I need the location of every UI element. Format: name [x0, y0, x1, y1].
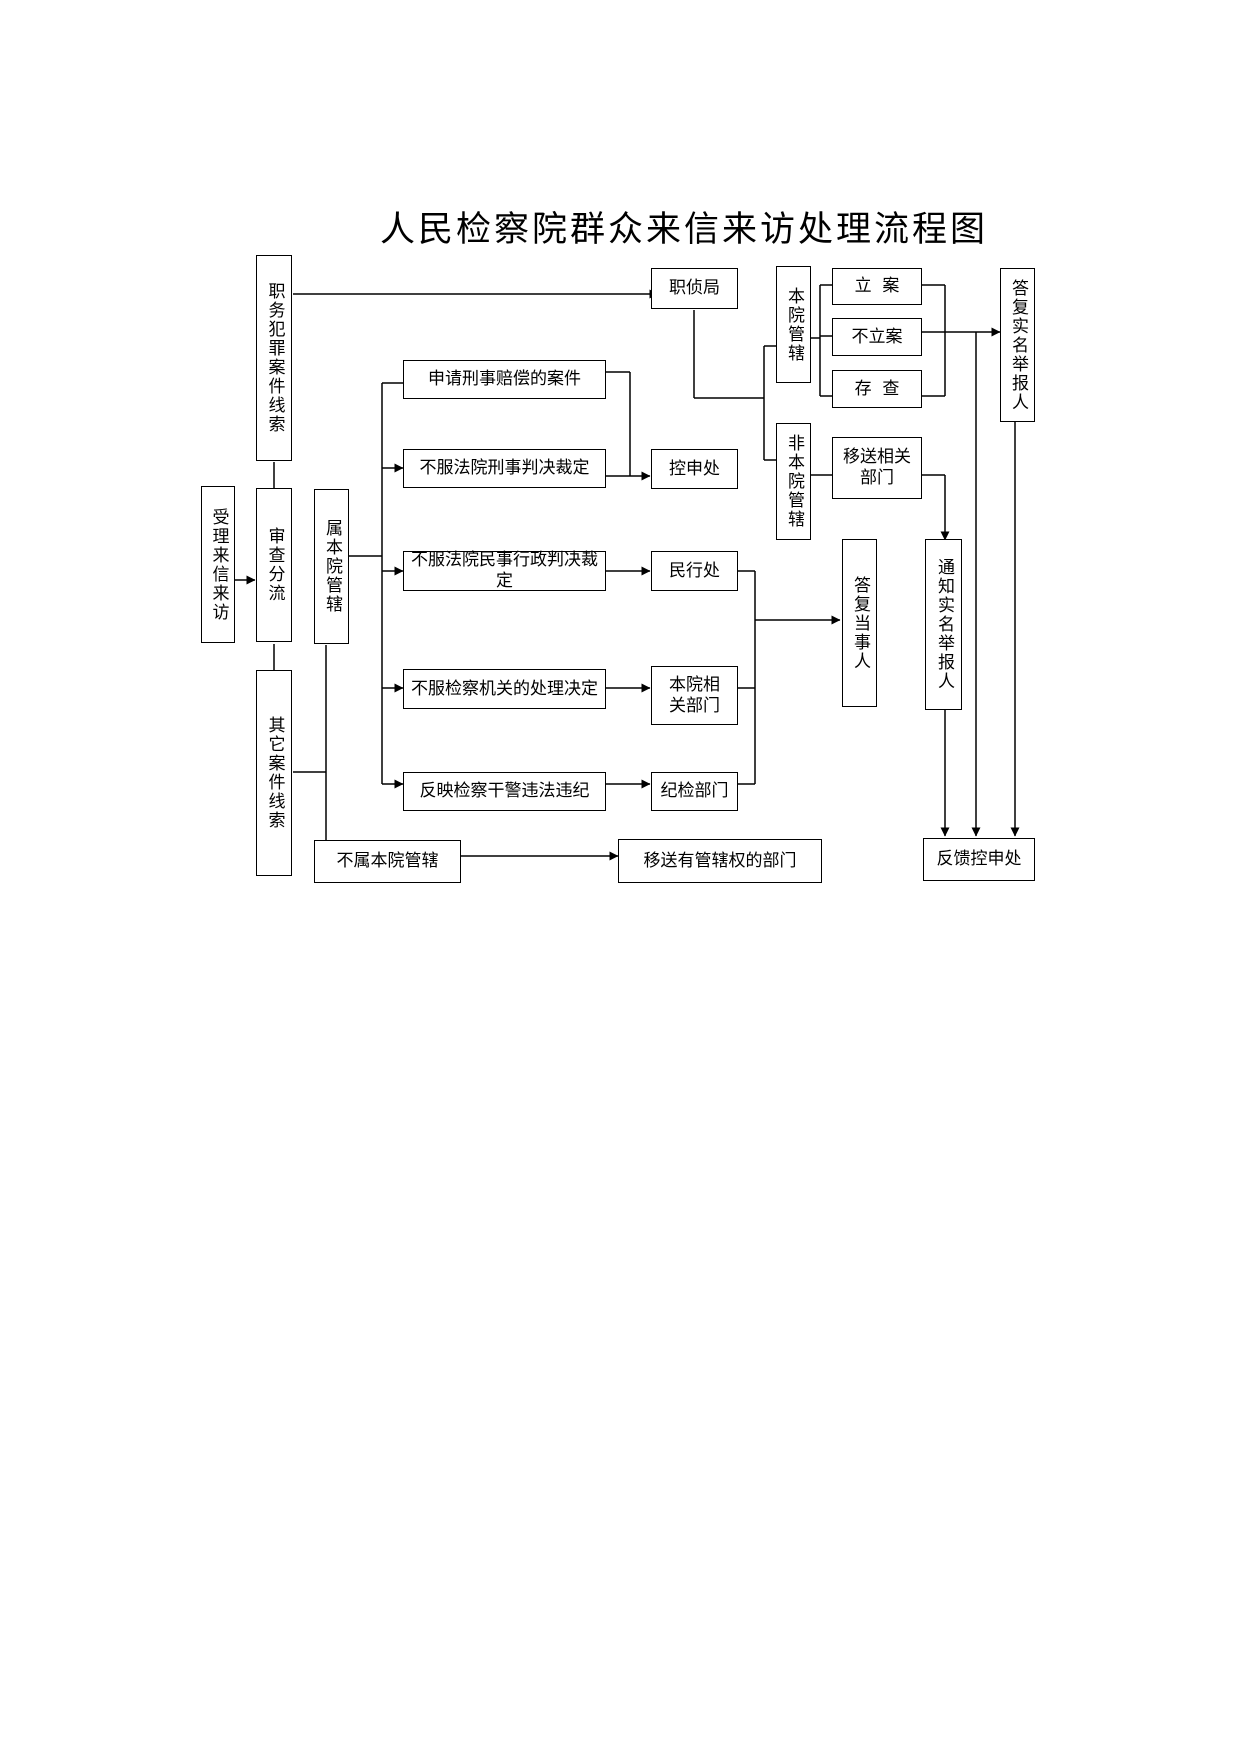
box-fankui-label: 反馈控申处 [936, 849, 1022, 869]
box-minxingchu-label: 民行处 [669, 560, 720, 581]
box-shubenyuan-label: 属本院管辖 [322, 519, 342, 614]
box-benyuan-xiangguan: 本院相关部门 [651, 666, 738, 725]
box-benyuan-guanxia-label: 本院管辖 [784, 286, 804, 363]
box-fankui: 反馈控申处 [923, 838, 1035, 881]
box-shouli-label: 受理来信来访 [208, 507, 229, 622]
box-tongzhi-shiming: 通知实名举报人 [925, 539, 962, 710]
box-shenqing-peichang: 申请刑事赔偿的案件 [403, 360, 606, 399]
box-bushubenyuan: 不属本院管辖 [314, 840, 461, 883]
box-bufu-jiancha: 不服检察机关的处理决定 [403, 669, 606, 709]
box-shubenyuan: 属本院管辖 [314, 489, 349, 644]
box-yisong-xiangguan-label: 移送相关部门 [843, 447, 911, 488]
box-zhiwu-label: 职务犯罪案件线索 [264, 282, 285, 434]
page-title: 人民检察院群众来信来访处理流程图 [380, 210, 989, 250]
box-konshenchu: 控申处 [651, 449, 738, 489]
box-bulian: 不立案 [832, 318, 922, 356]
box-cuncha-label: 存 查 [854, 378, 900, 399]
box-shouli: 受理来信来访 [201, 486, 235, 643]
box-bulian-label: 不立案 [851, 326, 903, 347]
box-bushubenyuan-label: 不属本院管辖 [336, 851, 439, 871]
box-feibenyuan-guanxia: 非本院管辖 [776, 423, 811, 540]
box-fanying-label: 反映检察干警违法违纪 [419, 781, 590, 801]
box-lian-label: 立 案 [854, 276, 900, 296]
box-yisong-xiangguan: 移送相关部门 [832, 437, 922, 499]
box-konshenchu-label: 控申处 [669, 458, 720, 479]
box-benyuan-xiangguan-label: 本院相关部门 [669, 674, 720, 716]
box-feibenyuan-guanxia-label: 非本院管辖 [784, 434, 804, 529]
box-yisong-youguan: 移送有管辖权的部门 [618, 839, 822, 883]
box-shenqing-peichang-label: 申请刑事赔偿的案件 [428, 369, 581, 389]
box-jijian-label: 纪检部门 [660, 781, 729, 801]
box-yisong-youguan-label: 移送有管辖权的部门 [643, 850, 797, 871]
box-benyuan-guanxia: 本院管辖 [776, 266, 811, 383]
box-fanying: 反映检察干警违法违纪 [403, 772, 606, 811]
box-zhenchaju-label: 职侦局 [669, 278, 720, 298]
box-bufu-xingshi: 不服法院刑事判决裁定 [403, 449, 606, 488]
box-bufu-minshi: 不服法院民事行政判决裁定 [403, 550, 606, 591]
box-zhiwu: 职务犯罪案件线索 [256, 255, 292, 461]
box-dafu-dangshiren: 答复当事人 [842, 539, 877, 707]
box-jijian: 纪检部门 [651, 772, 738, 811]
box-dafu-shiming-label: 答复实名举报人 [1008, 278, 1028, 412]
box-dafu-shiming: 答复实名举报人 [1000, 268, 1035, 422]
box-shencha: 审查分流 [256, 488, 292, 642]
box-tongzhi-shiming-label: 通知实名举报人 [934, 558, 954, 691]
box-bufu-xingshi-label: 不服法院刑事判决裁定 [419, 458, 590, 478]
box-dafu-dangshiren-label: 答复当事人 [850, 575, 870, 671]
box-lian: 立 案 [832, 268, 922, 305]
box-zhenchaju: 职侦局 [651, 268, 738, 309]
box-bufu-jiancha-label: 不服检察机关的处理决定 [411, 678, 598, 699]
box-qita-label: 其它案件线索 [264, 716, 285, 830]
box-qita: 其它案件线索 [256, 670, 292, 876]
box-bufu-minshi-label: 不服法院民事行政判决裁定 [411, 550, 598, 591]
box-minxingchu: 民行处 [651, 551, 738, 591]
box-cuncha: 存 查 [832, 370, 922, 408]
box-shencha-label: 审查分流 [264, 527, 285, 603]
